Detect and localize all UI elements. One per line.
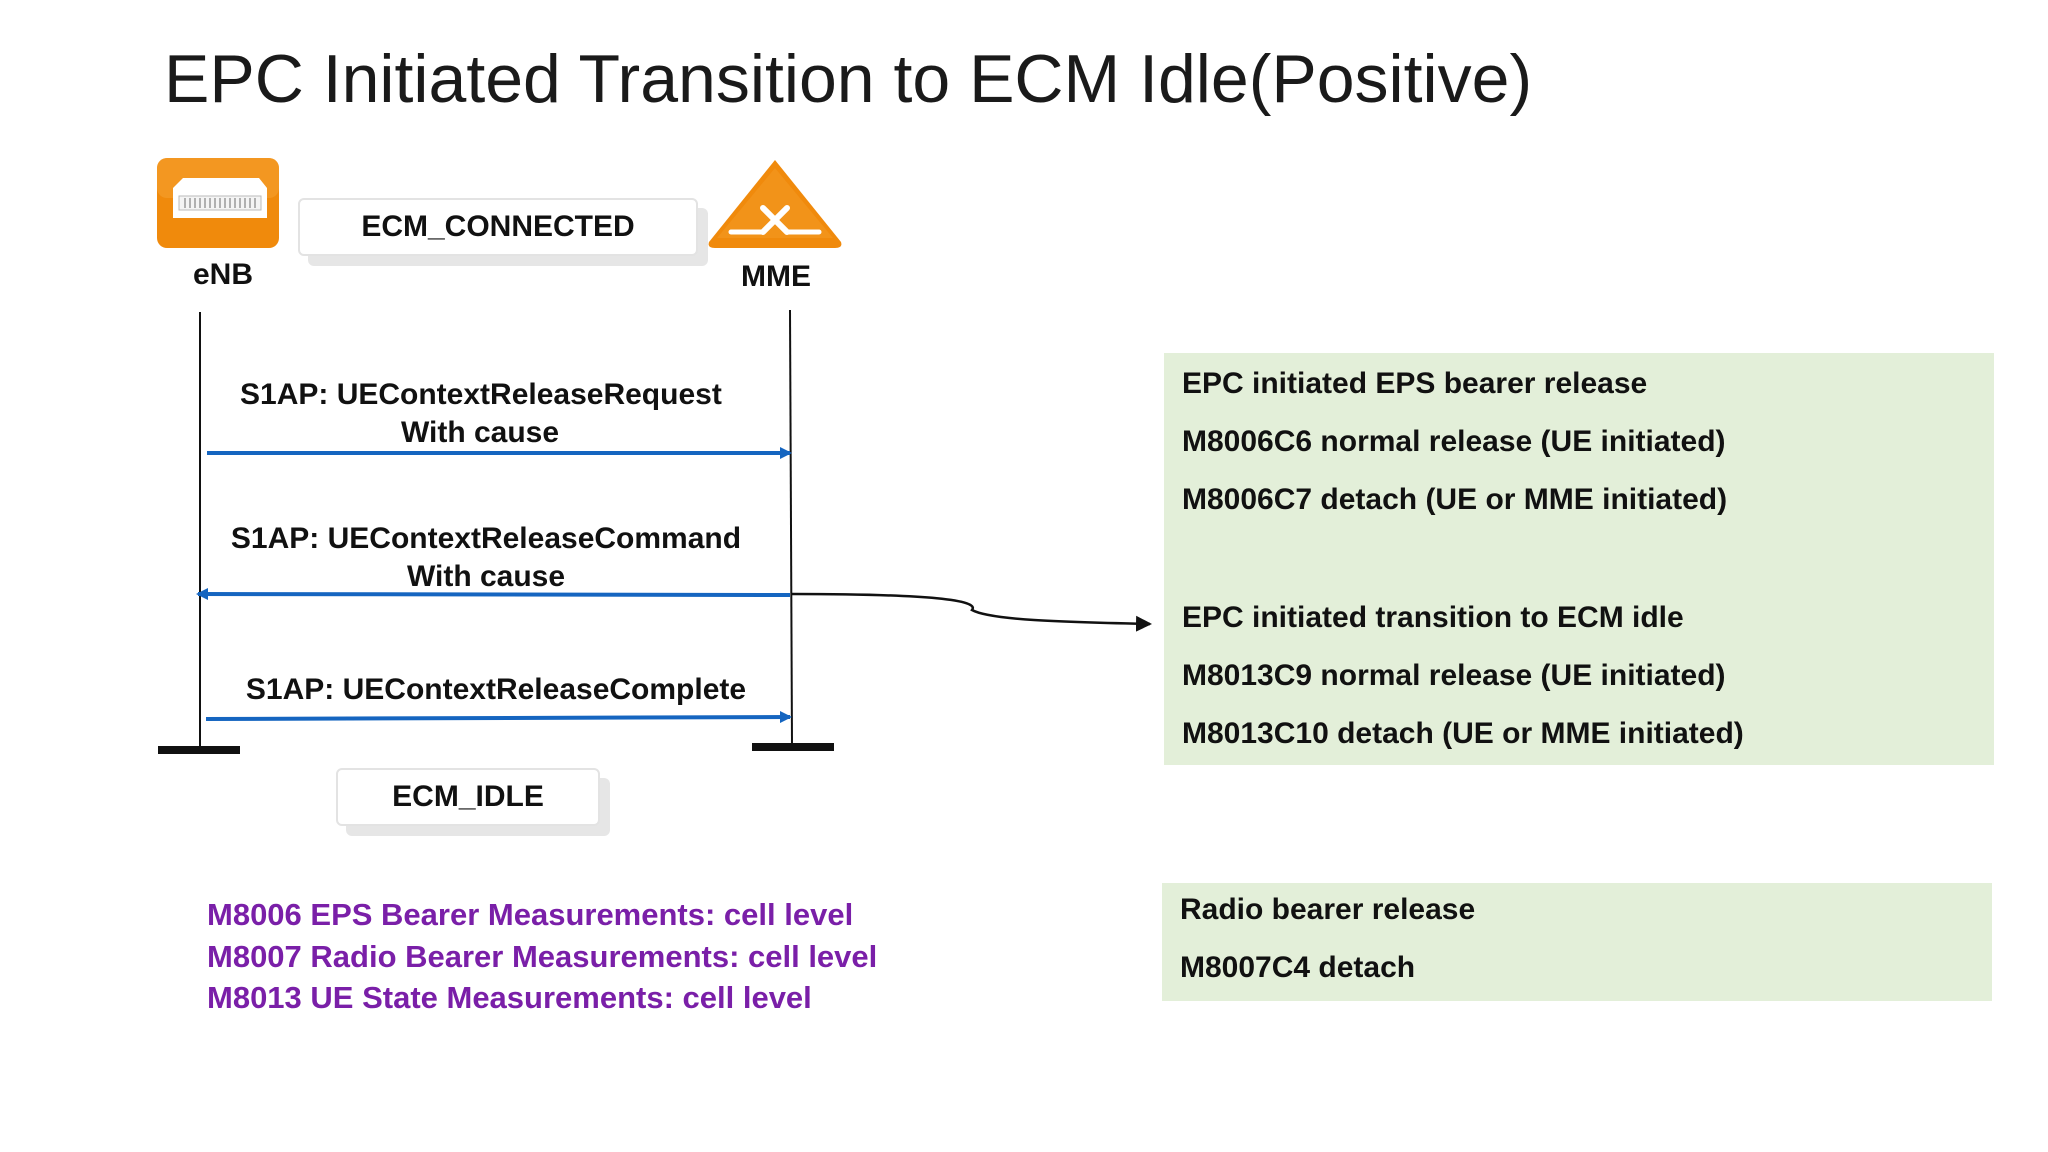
enb-label: eNB	[192, 258, 253, 291]
counter-line: M8013C9 normal release (UE initiated)	[1182, 659, 1726, 692]
counter-line: EPC initiated EPS bearer release	[1182, 367, 1648, 400]
counter-line: M8006C6 normal release (UE initiated)	[1182, 425, 1726, 458]
message-release-request: S1AP: UEContextReleaseRequest With cause	[240, 376, 722, 452]
measurement-item: M8006 EPS Bearer Measurements: cell leve…	[207, 897, 854, 932]
message-release-command-line2: With cause	[406, 560, 566, 593]
connector-arrow	[791, 592, 1152, 632]
state-ecm-idle: ECM_IDLE	[336, 768, 600, 826]
measurement-item: M8007 Radio Bearer Measurements: cell le…	[207, 939, 878, 974]
message-release-complete: S1AP: UEContextReleaseComplete	[236, 671, 756, 709]
message-release-command-line1: S1AP: UEContextReleaseCommand	[230, 522, 742, 555]
arrow-release-complete	[205, 711, 792, 724]
mme-label: MME	[741, 260, 811, 293]
message-release-command: S1AP: UEContextReleaseCommand With cause	[226, 520, 746, 596]
mme-triangle-icon	[708, 160, 842, 248]
counter-box-main: EPC initiated EPS bearer release M8006C6…	[1164, 353, 1994, 765]
counter-line: M8013C10 detach (UE or MME initiated)	[1182, 717, 1744, 750]
state-ecm-connected: ECM_CONNECTED	[298, 198, 698, 256]
counter-line: M8007C4 detach	[1180, 951, 1416, 984]
counter-line: M8006C7 detach (UE or MME initiated)	[1182, 483, 1728, 516]
mme-lifeline	[789, 309, 793, 747]
message-release-request-line2: With cause	[400, 416, 560, 449]
message-release-complete-line1: S1AP: UEContextReleaseComplete	[245, 673, 747, 706]
message-release-request-line1: S1AP: UEContextReleaseRequest	[240, 378, 722, 411]
arrow-release-command	[196, 588, 791, 601]
page-title: EPC Initiated Transition to ECM Idle(Pos…	[164, 41, 1533, 117]
measurement-item: M8013 UE State Measurements: cell level	[207, 980, 812, 1015]
counter-box-radio: Radio bearer release M8007C4 detach	[1162, 883, 1992, 1001]
counter-line: EPC initiated transition to ECM idle	[1182, 601, 1684, 634]
router-device-icon	[157, 158, 279, 248]
counter-line: Radio bearer release	[1180, 893, 1476, 926]
